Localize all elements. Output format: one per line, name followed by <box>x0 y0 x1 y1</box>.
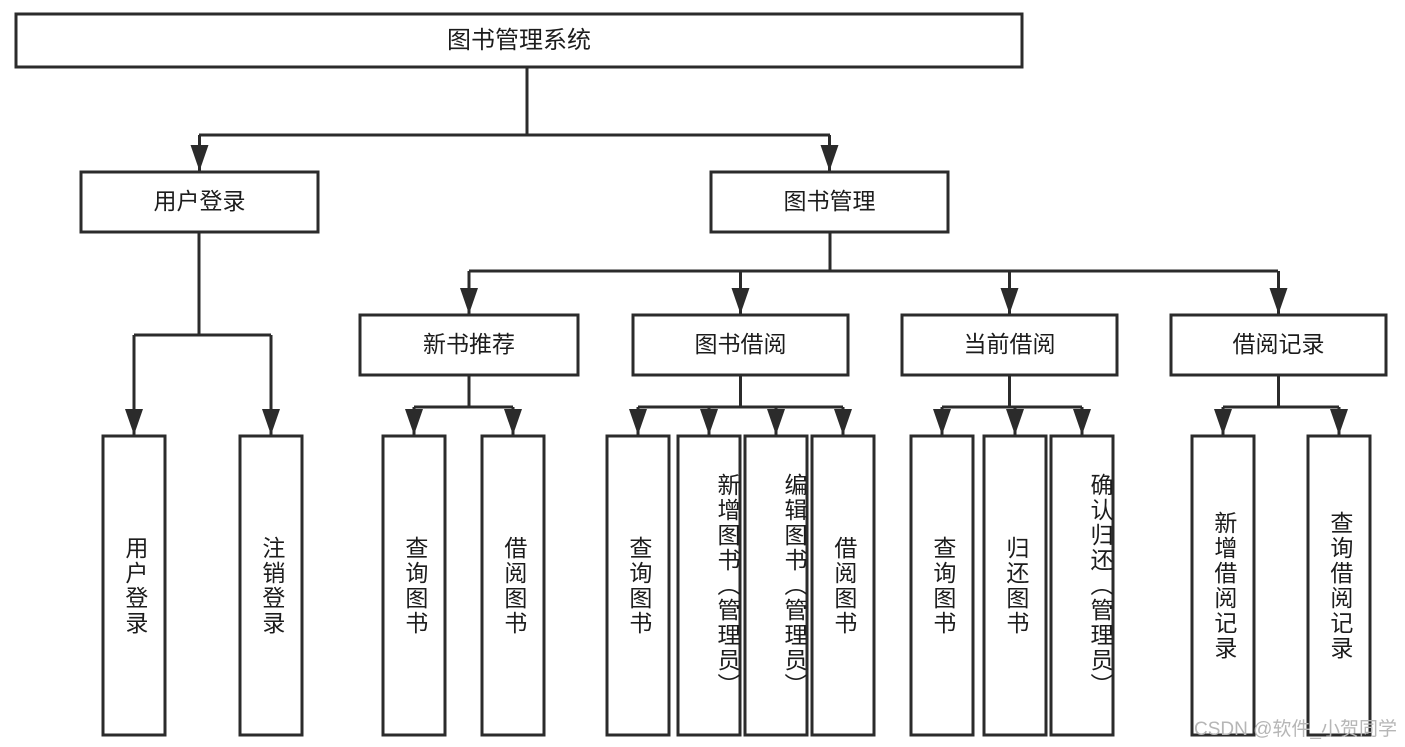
node-box-leaf-user-login[interactable] <box>101 434 167 737</box>
borrow-record-to-leaf-query-record-arrow-icon <box>1330 409 1348 435</box>
boxes-layer <box>14 12 1388 737</box>
node-box-leaf-query-book-3[interactable] <box>909 434 975 737</box>
user-login-to-leaf-logout-arrow-icon <box>262 409 280 435</box>
node-box-new-book-rec[interactable] <box>358 313 580 377</box>
node-box-user-login[interactable] <box>79 170 320 234</box>
connectors-layer <box>125 67 1348 435</box>
node-label-root: 图书管理系统 <box>447 27 591 54</box>
node-label-book-borrow: 图书借阅 <box>695 331 787 357</box>
book-manage-to-current-borrow-arrow-icon <box>1000 288 1019 314</box>
node-box-root[interactable] <box>14 12 1024 69</box>
node-box-leaf-edit-book-admin[interactable] <box>743 434 809 737</box>
root-to-user-login-arrow-icon <box>190 145 209 171</box>
node-label-new-book-rec: 新书推荐 <box>423 331 515 357</box>
node-box-leaf-query-record[interactable] <box>1306 434 1372 737</box>
node-box-current-borrow[interactable] <box>900 313 1119 377</box>
book-borrow-to-leaf-borrow-book-2-arrow-icon <box>834 409 852 435</box>
current-borrow-to-leaf-return-book-arrow-icon <box>1006 409 1024 435</box>
node-box-leaf-add-book-admin[interactable] <box>676 434 742 737</box>
node-box-borrow-record[interactable] <box>1169 313 1388 377</box>
new-book-rec-to-leaf-borrow-book-1-arrow-icon <box>504 409 522 435</box>
book-borrow-to-leaf-add-book-admin-arrow-icon <box>700 409 718 435</box>
node-label-user-login: 用户登录 <box>154 188 246 214</box>
node-label-current-borrow: 当前借阅 <box>964 331 1056 357</box>
node-box-leaf-query-book-1[interactable] <box>381 434 447 737</box>
current-borrow-to-leaf-query-book-3-arrow-icon <box>933 409 951 435</box>
node-label-borrow-record: 借阅记录 <box>1233 331 1325 357</box>
node-label-book-manage: 图书管理 <box>784 188 876 214</box>
current-borrow-to-leaf-confirm-return-admin-arrow-icon <box>1073 409 1091 435</box>
node-box-book-manage[interactable] <box>709 170 950 234</box>
node-box-leaf-borrow-book-2[interactable] <box>810 434 876 737</box>
book-manage-to-book-borrow-arrow-icon <box>731 288 750 314</box>
new-book-rec-to-leaf-query-book-1-arrow-icon <box>405 409 423 435</box>
root-to-book-manage-arrow-icon <box>820 145 839 171</box>
node-box-leaf-borrow-book-1[interactable] <box>480 434 546 737</box>
book-borrow-to-leaf-edit-book-admin-arrow-icon <box>767 409 785 435</box>
node-box-leaf-add-record[interactable] <box>1190 434 1256 737</box>
book-manage-to-borrow-record-arrow-icon <box>1269 288 1288 314</box>
node-box-leaf-query-book-2[interactable] <box>605 434 671 737</box>
user-login-to-leaf-user-login-arrow-icon <box>125 409 143 435</box>
book-manage-to-new-book-rec-arrow-icon <box>460 288 478 314</box>
borrow-record-to-leaf-add-record-arrow-icon <box>1214 409 1232 435</box>
node-box-leaf-confirm-return-admin[interactable] <box>1049 434 1115 737</box>
book-borrow-to-leaf-query-book-2-arrow-icon <box>629 409 647 435</box>
node-box-leaf-logout[interactable] <box>238 434 304 737</box>
node-box-book-borrow[interactable] <box>631 313 850 377</box>
node-box-leaf-return-book[interactable] <box>982 434 1048 737</box>
